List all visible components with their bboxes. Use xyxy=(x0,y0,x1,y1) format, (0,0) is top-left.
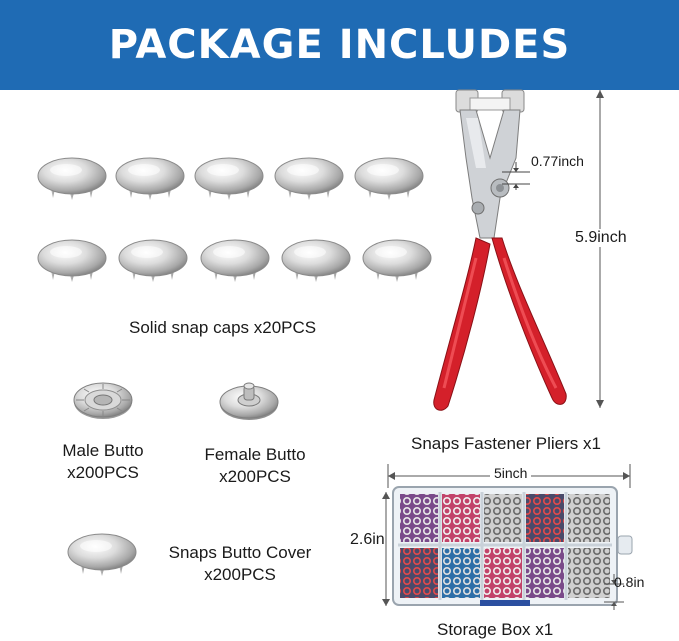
female-button-label: Female Butto x200PCS xyxy=(190,444,320,488)
box-height-marker xyxy=(382,492,390,606)
snap-cap-icon xyxy=(114,154,186,200)
cover-name: Snaps Butto Cover xyxy=(168,543,312,562)
box-depth-dimension: 0.8in xyxy=(614,574,645,590)
snap-cap-icon xyxy=(199,236,271,282)
snap-caps-label: Solid snap caps x20PCS xyxy=(129,318,317,337)
male-button-label: Male Butto x200PCS xyxy=(48,440,158,484)
snap-cap-icon xyxy=(353,154,425,200)
storage-box-icon xyxy=(392,486,640,608)
snap-cap-icon xyxy=(193,154,265,200)
jaw-dimension: 0.77inch xyxy=(531,153,584,169)
male-button-name: Male Butto xyxy=(62,441,144,460)
jaw-dimension-marker xyxy=(502,162,530,190)
snap-cap-icon xyxy=(117,236,189,282)
length-dimension-marker xyxy=(596,90,604,408)
snap-cap-icon xyxy=(273,154,345,200)
storage-box-label: Storage Box x1 xyxy=(437,620,554,639)
snap-cap-icon xyxy=(36,236,108,282)
female-button-icon xyxy=(218,378,280,424)
snap-cap-icon xyxy=(36,154,108,200)
length-dimension: 5.9inch xyxy=(573,229,629,247)
snap-cap-icon xyxy=(66,530,138,576)
page-title: PACKAGE INCLUDES xyxy=(108,22,571,68)
pliers-icon xyxy=(420,88,580,418)
box-width-dimension: 5inch xyxy=(490,465,532,481)
female-button-name: Female Butto xyxy=(204,445,306,464)
female-button-qty: x200PCS xyxy=(219,467,291,486)
snap-cap-icon xyxy=(280,236,352,282)
cover-qty: x200PCS xyxy=(204,565,276,584)
box-depth-marker xyxy=(604,574,624,610)
cover-label: Snaps Butto Cover x200PCS xyxy=(150,542,330,586)
header-banner: PACKAGE INCLUDES xyxy=(0,0,679,90)
box-height-dimension: 2.6in xyxy=(350,531,385,549)
pliers-label: Snaps Fastener Pliers x1 xyxy=(411,434,601,453)
male-button-qty: x200PCS xyxy=(67,463,139,482)
male-button-icon xyxy=(72,378,134,422)
